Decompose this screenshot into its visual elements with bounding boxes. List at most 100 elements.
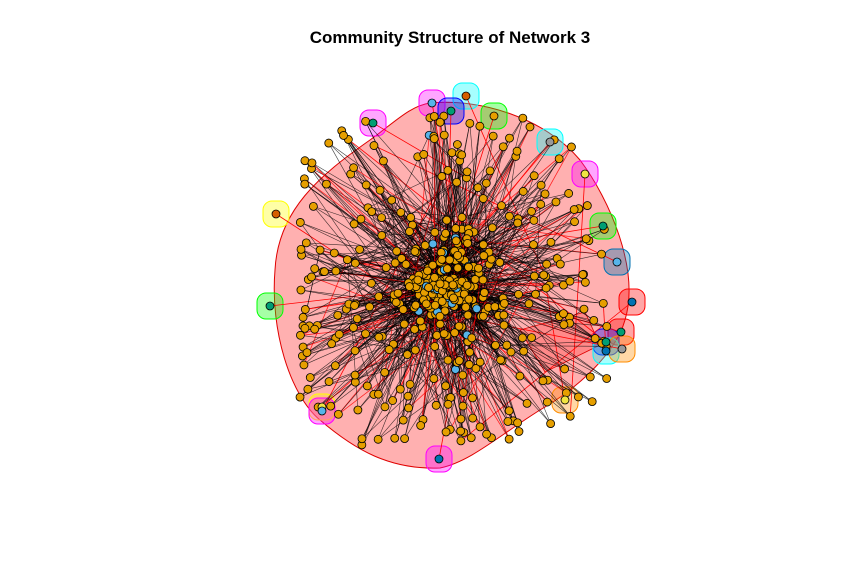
network-node: [565, 276, 575, 286]
network-node: [361, 116, 371, 126]
community-node-c2: [271, 209, 281, 219]
edge: [495, 340, 604, 346]
network-node: [542, 397, 552, 407]
network-node: [296, 244, 306, 254]
network-node: [329, 248, 339, 258]
network-node: [468, 413, 478, 423]
network-node: [350, 258, 360, 268]
network-node: [357, 434, 367, 444]
network-node: [381, 263, 391, 272]
network-node: [441, 381, 451, 391]
edge: [483, 244, 571, 282]
network-node: [352, 314, 362, 324]
network-node: [397, 254, 406, 263]
network-node: [400, 434, 410, 444]
network-node: [466, 433, 476, 443]
network-node: [581, 234, 591, 244]
network-node: [458, 401, 468, 411]
network-node: [373, 389, 383, 399]
edge: [434, 346, 528, 404]
network-node: [303, 384, 313, 394]
network-node: [597, 249, 606, 259]
network-node: [475, 422, 485, 432]
network-node: [582, 201, 592, 210]
network-node: [442, 264, 452, 274]
edge: [476, 308, 518, 423]
edge: [429, 116, 435, 287]
edge: [489, 264, 596, 339]
network-node: [443, 399, 453, 409]
network-node: [315, 245, 325, 255]
network-node: [301, 238, 311, 248]
network-node: [384, 345, 394, 354]
network-node: [522, 398, 532, 408]
network-node: [429, 134, 439, 144]
network-node: [327, 339, 336, 349]
edge: [356, 318, 449, 405]
network-node: [463, 310, 473, 320]
network-node: [305, 373, 315, 382]
network-node: [589, 315, 599, 325]
network-node: [457, 212, 467, 222]
edge: [445, 233, 604, 304]
network-node: [380, 367, 390, 377]
edge: [443, 283, 604, 342]
network-node: [465, 347, 475, 357]
network-node: [405, 227, 414, 236]
network-node: [564, 189, 574, 198]
edge: [300, 249, 423, 328]
network-node: [330, 361, 340, 371]
network-node: [479, 251, 489, 261]
network-node: [546, 237, 556, 247]
inter-community-edge: [569, 173, 586, 417]
network-node: [437, 255, 447, 264]
community-node-c19: [601, 346, 611, 356]
network-node: [300, 323, 310, 333]
edge: [488, 175, 535, 308]
network-node: [580, 277, 590, 287]
edge: [466, 146, 572, 336]
network-node: [350, 370, 360, 380]
network-node: [437, 296, 447, 306]
network-node: [514, 427, 524, 436]
network-node: [439, 130, 449, 140]
network-node: [482, 429, 491, 439]
network-node: [355, 245, 364, 254]
edge: [307, 351, 470, 390]
edge: [378, 154, 462, 297]
network-node: [518, 187, 528, 196]
network-node: [512, 146, 522, 156]
network-node: [456, 414, 466, 424]
network-node: [361, 180, 371, 190]
network-node: [488, 131, 498, 141]
network-node: [505, 133, 514, 143]
network-node: [420, 240, 430, 250]
network-node: [308, 201, 318, 211]
edge: [474, 286, 604, 342]
edge: [483, 146, 504, 245]
network-node: [529, 171, 539, 181]
network-node: [324, 138, 334, 148]
network-node: [458, 370, 468, 380]
edge: [447, 170, 467, 264]
network-node: [423, 266, 432, 276]
network-node: [457, 150, 467, 160]
edge: [484, 191, 524, 293]
network-node: [430, 342, 440, 351]
network-node: [365, 302, 374, 312]
network-node: [465, 118, 475, 128]
network-node: [441, 427, 451, 437]
network-node: [504, 434, 514, 444]
edge: [471, 337, 520, 432]
network-node: [560, 364, 570, 374]
edge: [300, 219, 447, 291]
network-node: [430, 273, 439, 282]
network-node: [421, 299, 431, 309]
network-node: [456, 436, 466, 446]
network-node: [473, 183, 483, 193]
network-node: [474, 263, 483, 273]
edge: [423, 153, 460, 275]
edge: [300, 222, 321, 251]
network-node: [375, 185, 385, 195]
edge: [354, 305, 499, 316]
